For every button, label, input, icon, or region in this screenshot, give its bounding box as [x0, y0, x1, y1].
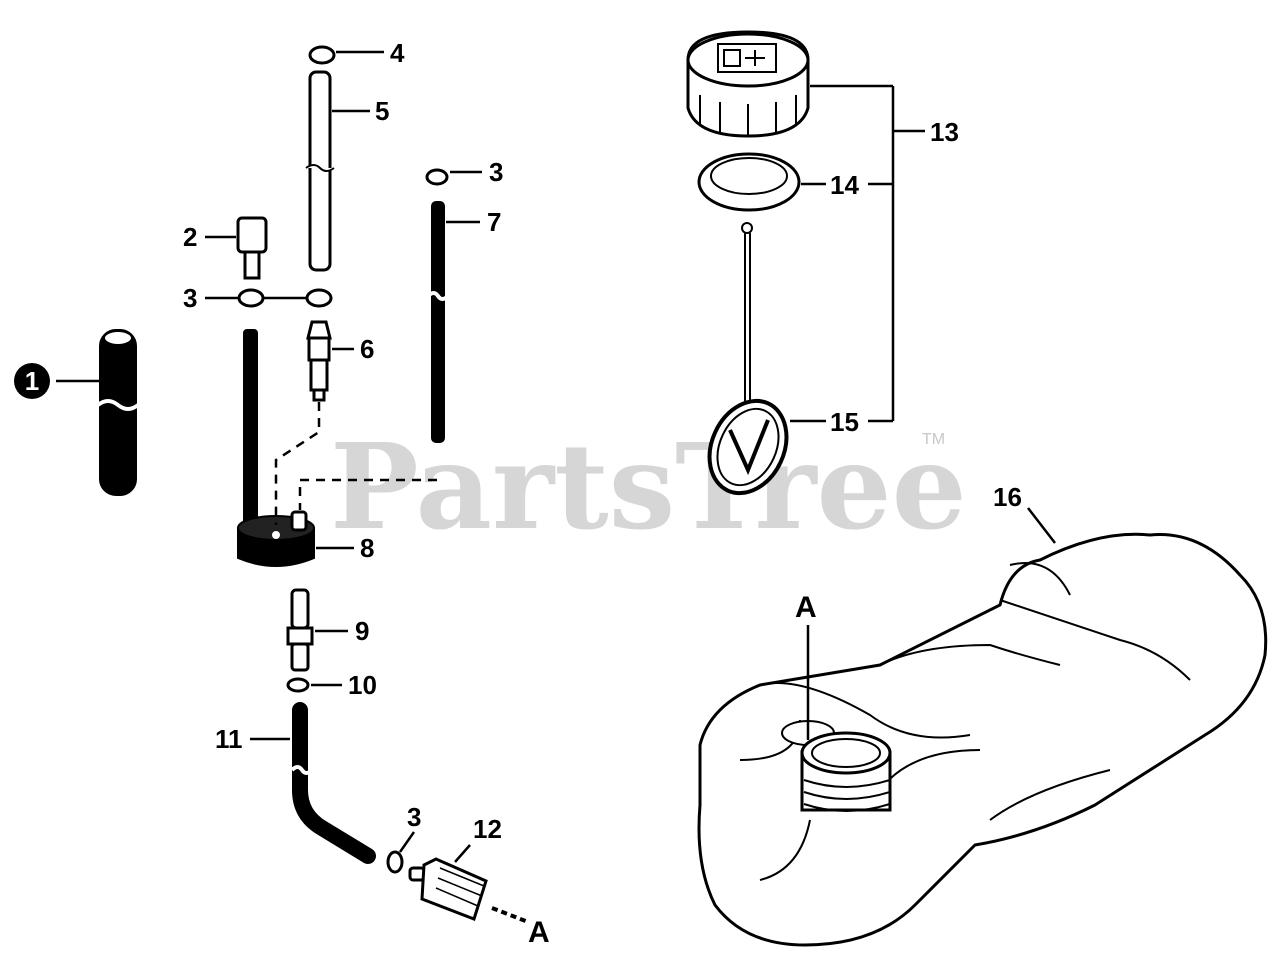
- part-12-fuel-filter: [408, 857, 488, 921]
- part-9-connector: [286, 588, 314, 672]
- callout-9: 9: [355, 616, 369, 646]
- part-11-fuel-line: [292, 702, 376, 864]
- part-7-fuel-line: [426, 201, 450, 443]
- part-13-fuel-cap: [686, 30, 810, 138]
- callout-5: 5: [375, 96, 389, 126]
- part-3-grommet-right: [305, 288, 333, 308]
- callout-10: 10: [348, 670, 377, 700]
- part-8-tank-grommet: [237, 329, 315, 567]
- watermark-trademark: TM: [922, 431, 945, 448]
- callout-4: 4: [390, 38, 405, 68]
- callout-3b: 3: [489, 157, 503, 187]
- part-1-badge: [14, 363, 50, 399]
- callout-15: 15: [830, 407, 859, 437]
- callout-3a: 3: [183, 283, 197, 313]
- part-14-cap-gasket: [697, 152, 801, 212]
- watermark: PartsTree: [330, 417, 967, 556]
- callout-8: 8: [360, 533, 374, 563]
- reference-a-tank: A: [795, 591, 817, 624]
- callout-14: 14: [830, 170, 859, 200]
- callout-6: 6: [360, 334, 374, 364]
- callout-3c: 3: [407, 802, 421, 832]
- part-10-o-ring: [286, 677, 310, 693]
- part-3-grommet-left: [237, 288, 265, 308]
- callout-16: 16: [993, 482, 1022, 512]
- part-4-ring: [308, 45, 336, 65]
- callout-13: 13: [930, 117, 959, 147]
- callout-11: 11: [215, 724, 243, 754]
- reference-a-filter: A: [528, 916, 550, 949]
- part-5-vent-tube: [305, 70, 335, 272]
- callout-1: 1: [25, 366, 39, 396]
- part-16-fuel-tank: [697, 532, 1268, 947]
- part-1-fuel-hose: [96, 329, 140, 496]
- part-3-grommet-top: [425, 168, 449, 186]
- callout-7: 7: [487, 207, 501, 237]
- callout-12: 12: [473, 814, 502, 844]
- callout-2: 2: [183, 222, 197, 252]
- part-2-plug: [236, 216, 268, 280]
- part-15-cap-tether: [707, 222, 789, 496]
- part-3-grommet-lower: [386, 850, 404, 874]
- part-6-fitting: [306, 320, 332, 402]
